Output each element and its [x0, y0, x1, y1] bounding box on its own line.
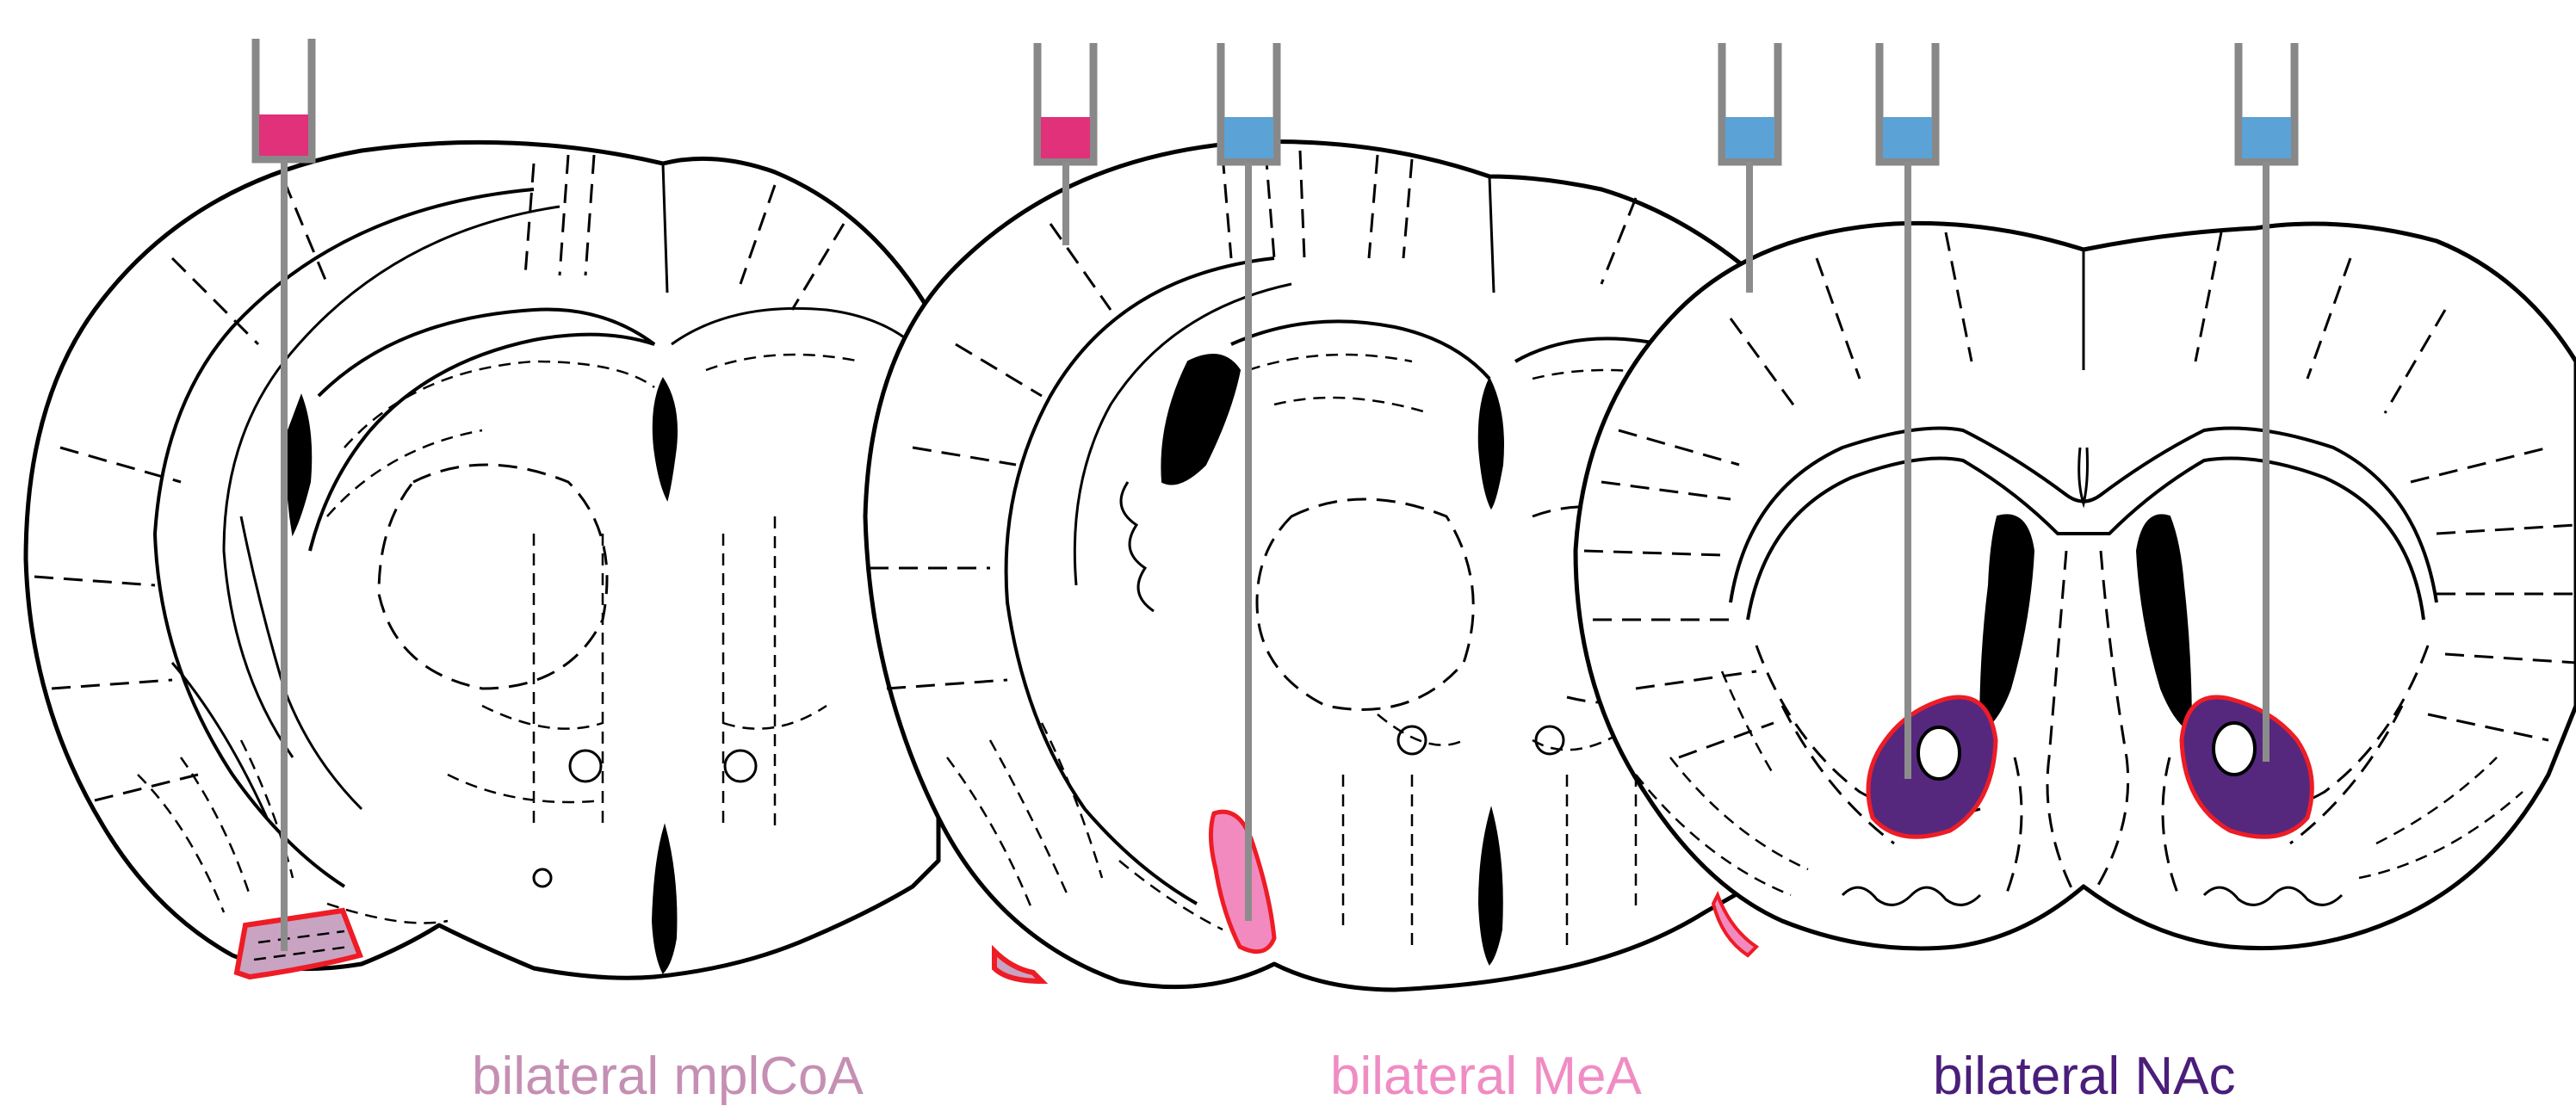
syringe-liquid-6	[2242, 117, 2291, 158]
syringe-liquid-5	[1883, 117, 1932, 158]
brain-outline-mplcoa	[26, 142, 938, 978]
syringe-liquid-3	[1224, 117, 1273, 158]
anterior-commissure-nac-left	[1918, 727, 1960, 779]
anterior-commissure-nac-right	[2214, 723, 2255, 775]
syringe-liquid-2	[1041, 117, 1090, 158]
syringe-liquid-1	[259, 114, 308, 156]
brain-section-nac	[1576, 223, 2576, 955]
brain-section-mplcoa	[26, 142, 938, 978]
label-mplcoa: bilateral mplCoA	[472, 1046, 864, 1107]
label-mea: bilateral MeA	[1330, 1046, 1642, 1107]
brain-outline-nac	[1576, 223, 2576, 948]
target-region-mplcoa-right-edge	[994, 951, 1042, 981]
syringe-liquid-4	[1725, 117, 1774, 158]
label-nac: bilateral NAc	[1933, 1046, 2235, 1107]
